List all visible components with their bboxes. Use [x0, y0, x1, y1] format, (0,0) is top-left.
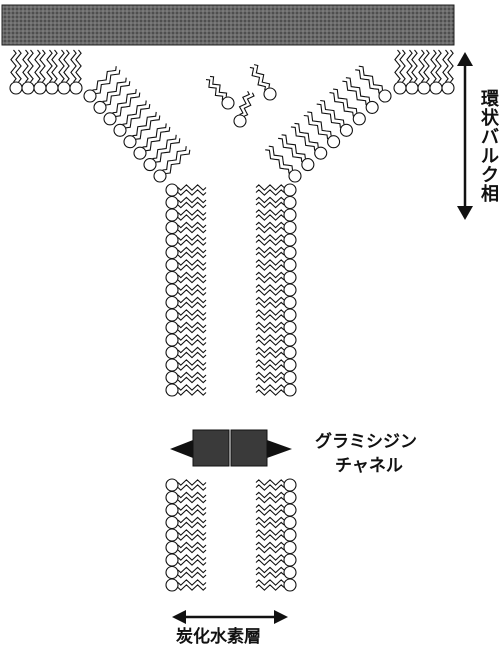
free-lipid — [234, 91, 254, 127]
bulk-lipid — [430, 50, 442, 94]
stem-lipid-left — [166, 372, 206, 384]
bulk-lipid — [34, 50, 46, 94]
stem-lipid-left — [166, 347, 206, 359]
stem-lipid-left — [166, 197, 206, 209]
stem-lipid-right — [256, 529, 296, 541]
stem-lipid-left — [166, 259, 206, 271]
stem-lipid-left — [166, 222, 206, 234]
bulk-lipid — [58, 50, 70, 94]
stem-lipid-right — [256, 197, 296, 209]
channel-arrow-left — [170, 440, 193, 458]
stem-lipid-left — [166, 504, 206, 516]
stem-lipid-left — [166, 517, 206, 529]
outer-lipid-left — [144, 135, 180, 171]
stem-lipid-right — [256, 322, 296, 334]
stem-lipid-left — [166, 272, 206, 284]
stem-lipid-right — [256, 567, 296, 579]
stem-lipid-right — [256, 222, 296, 234]
stem-lipid-left — [166, 284, 206, 296]
bulk-lipid — [442, 50, 454, 94]
stem-lipid-left — [166, 334, 206, 346]
stem-lipid-left — [166, 554, 206, 566]
outer-lipid-left — [84, 66, 120, 102]
outer-lipid-right — [304, 112, 340, 148]
stem-lipid-right — [256, 554, 296, 566]
stem-lipid-right — [256, 309, 296, 321]
stem-lipid-right — [256, 272, 296, 284]
outer-lipid-left — [124, 112, 160, 148]
stem-lipid-right — [256, 542, 296, 554]
stem-lipid-right — [256, 184, 296, 196]
stem-lipid-right — [256, 359, 296, 371]
bulk-lipid — [46, 50, 58, 94]
stem-lipid-left — [166, 384, 206, 396]
channel-monomer-left — [193, 430, 229, 466]
stem-lipid-right — [256, 297, 296, 309]
gramicidin-channel — [170, 430, 292, 466]
gramicidin-channel-label: グラミシジン チャネル — [315, 430, 417, 478]
stem-lipid-left — [166, 529, 206, 541]
stem-lipid-right — [256, 579, 296, 591]
stem-lipid-left — [166, 297, 206, 309]
stem-lipid-right — [256, 492, 296, 504]
channel-label-line1: グラミシジン — [315, 430, 417, 454]
bulk-phase-arrow — [457, 52, 473, 220]
channel-monomer-right — [231, 430, 267, 466]
stem-lipid-left — [166, 359, 206, 371]
stem-lipid-left — [166, 209, 206, 221]
substrate-bar — [2, 5, 454, 45]
lipid-molecules — [10, 50, 454, 591]
stem-lipid-left — [166, 247, 206, 259]
bulk-phase-text: 環状バルク相 — [479, 90, 501, 204]
stem-lipid-left — [166, 234, 206, 246]
stem-lipid-left — [166, 542, 206, 554]
channel-arrow-right — [267, 440, 292, 458]
stem-lipid-right — [256, 259, 296, 271]
stem-lipid-left — [166, 184, 206, 196]
bulk-phase-label: 環状バルク相 — [479, 90, 501, 204]
outer-lipid-left — [104, 89, 140, 125]
outer-lipid-left — [114, 101, 150, 137]
bulk-lipid — [418, 50, 430, 94]
bulk-lipid — [394, 50, 406, 94]
stem-lipid-left — [166, 492, 206, 504]
channel-label-line2: チャネル — [315, 454, 417, 478]
stem-lipid-right — [256, 347, 296, 359]
outer-lipid-left — [134, 123, 170, 159]
stem-lipid-right — [256, 517, 296, 529]
bulk-lipid — [70, 50, 82, 94]
stem-lipid-left — [166, 309, 206, 321]
hydrocarbon-layer-label: 炭化水素層 — [176, 622, 261, 647]
stem-lipid-right — [256, 384, 296, 396]
outer-lipid-left — [154, 146, 190, 182]
bulk-lipid — [10, 50, 22, 94]
free-lipid — [206, 76, 234, 109]
outer-lipid-right — [265, 146, 301, 182]
stem-lipid-left — [166, 579, 206, 591]
stem-lipid-right — [256, 234, 296, 246]
bulk-lipid — [22, 50, 34, 94]
stem-lipid-right — [256, 334, 296, 346]
stem-lipid-right — [256, 284, 296, 296]
stem-lipid-left — [166, 322, 206, 334]
stem-lipid-right — [256, 372, 296, 384]
stem-lipid-right — [256, 209, 296, 221]
outer-lipid-left — [94, 78, 130, 114]
stem-lipid-right — [256, 504, 296, 516]
bulk-lipid — [406, 50, 418, 94]
stem-lipid-left — [166, 479, 206, 491]
stem-lipid-right — [256, 247, 296, 259]
stem-lipid-left — [166, 567, 206, 579]
stem-lipid-right — [256, 479, 296, 491]
